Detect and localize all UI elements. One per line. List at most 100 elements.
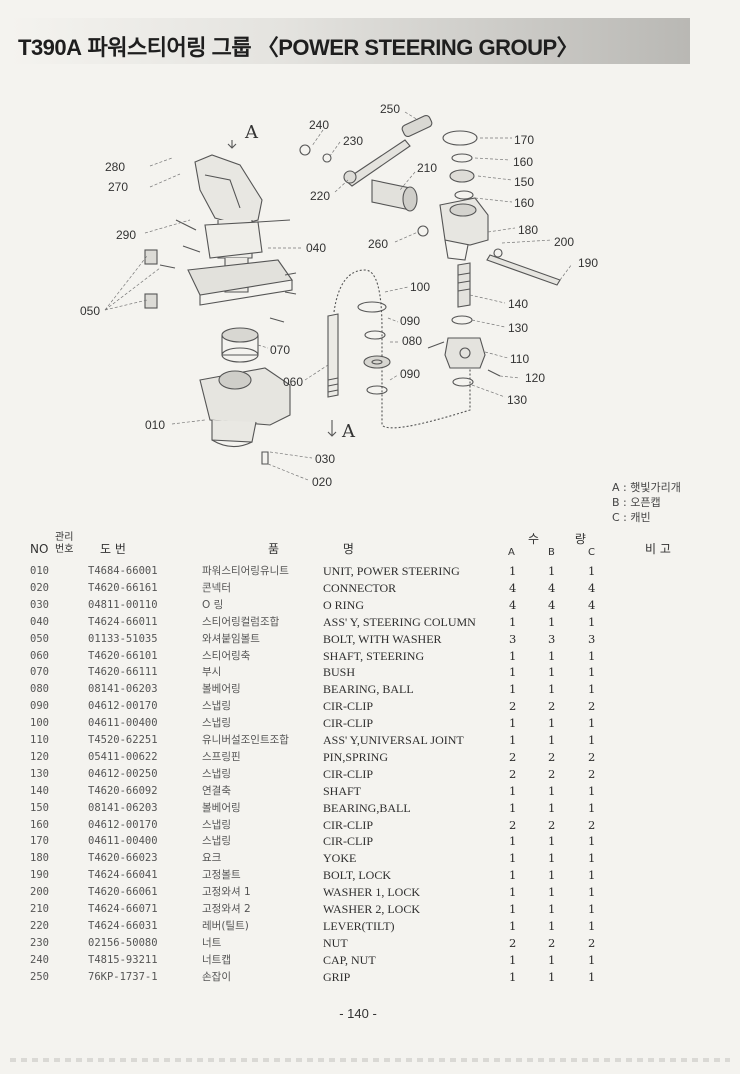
label-180: 180: [518, 223, 538, 237]
qty-a: 1: [509, 885, 517, 900]
qty-c: 1: [588, 716, 596, 731]
part-number: 210: [30, 903, 49, 915]
drawing-number: T4520-62251: [88, 734, 158, 746]
label-040: 040: [306, 241, 326, 255]
section-marker-a-bottom: A: [341, 421, 356, 442]
qty-a: 1: [509, 733, 517, 747]
section-marker-a-top: A: [244, 122, 259, 143]
part-number: 110: [30, 734, 49, 746]
qty-b: 1: [548, 868, 556, 883]
drawing-number: 05411-00622: [88, 750, 158, 763]
group-title: 파워스티어링 그룹 〈POWER STEERING GROUP〉: [87, 35, 579, 60]
korean-name: 부시: [202, 666, 222, 679]
drawing-number: 08141-06203: [88, 683, 158, 696]
korean-name: 고정와셔 1: [202, 886, 251, 899]
english-name: ASS' Y, STEERING COLUMN: [323, 614, 476, 629]
label-290: 290: [116, 228, 136, 242]
label-070: 070: [270, 343, 290, 357]
english-name: CONNECTOR: [323, 580, 397, 595]
label-100: 100: [410, 280, 430, 294]
qty-b: 4: [548, 580, 556, 595]
legend: A : 햇빛가리개 B : 오픈캡 C : 캐빈: [612, 480, 681, 525]
qty-c: 1: [588, 733, 596, 747]
qty-c: 1: [588, 918, 596, 933]
label-110: 110: [510, 352, 529, 366]
korean-name: O 링: [202, 598, 224, 611]
part-number: 130: [30, 767, 49, 780]
part-number: 250: [30, 970, 49, 983]
label-120: 120: [525, 371, 545, 385]
label-250: 250: [380, 102, 400, 116]
drawing-number: 04611-00400: [88, 717, 158, 730]
label-210: 210: [417, 161, 437, 175]
qty-c: 1: [588, 783, 596, 798]
qty-b: 1: [548, 733, 556, 747]
qty-a: 3: [509, 631, 517, 646]
korean-name: 너트: [202, 936, 222, 949]
korean-name: 볼베어링: [202, 683, 241, 696]
english-name: CIR-CLIP: [323, 766, 374, 781]
part-number: 120: [30, 750, 49, 763]
label-230: 230: [343, 134, 363, 148]
part-number: 150: [30, 801, 49, 814]
drawing-number: T4620-66092: [88, 784, 158, 797]
english-name: GRIP: [323, 969, 351, 984]
qty-a: 4: [509, 580, 517, 595]
qty-c: 1: [588, 902, 596, 916]
qty-a: 1: [509, 648, 517, 663]
english-name: LEVER(TILT): [323, 918, 395, 933]
legend-item-a: A : 햇빛가리개: [612, 481, 681, 494]
english-name: BEARING, BALL: [323, 682, 414, 697]
english-name: CIR-CLIP: [323, 716, 374, 731]
korean-name: 요크: [202, 852, 222, 865]
label-010: 010: [145, 418, 165, 432]
qty-a: 1: [509, 969, 517, 984]
drawing-number: T4624-66031: [88, 919, 158, 932]
legend-item-b: B : 오픈캡: [612, 496, 661, 509]
english-name: SHAFT, STEERING: [323, 648, 425, 663]
korean-name: 고정와셔 2: [202, 903, 251, 915]
qty-b: 2: [548, 699, 556, 714]
english-name: WASHER 1, LOCK: [323, 885, 421, 900]
qty-a: 1: [509, 952, 517, 967]
english-name: CIR-CLIP: [323, 834, 374, 849]
korean-name: 콘넥터: [202, 581, 231, 594]
qty-a: 1: [509, 716, 517, 731]
qty-c: 2: [588, 766, 596, 781]
qty-a: 1: [509, 783, 517, 798]
qty-b: 1: [548, 783, 556, 798]
korean-name: 스티어링컬럼조합: [202, 615, 280, 628]
drawing-number: 08141-06203: [88, 801, 158, 814]
label-220: 220: [310, 189, 330, 203]
qty-c: 1: [588, 868, 596, 883]
part-number: 070: [30, 666, 49, 679]
column-header-remarks: 비 고: [645, 542, 671, 556]
korean-name: 볼베어링: [202, 801, 241, 814]
part-number: 230: [30, 936, 49, 949]
qty-a: 2: [509, 935, 517, 950]
english-name: CIR-CLIP: [323, 817, 374, 832]
drawing-number: T4620-66161: [88, 581, 158, 594]
drawing-number: 02156-50080: [88, 936, 158, 949]
english-name: NUT: [323, 935, 348, 950]
column-header-qty-b: B: [548, 547, 555, 558]
korean-name: 손잡이: [202, 970, 231, 983]
label-200: 200: [554, 235, 574, 249]
qty-c: 4: [588, 597, 596, 612]
qty-c: 2: [588, 817, 596, 832]
scan-artifact-footer: [10, 1058, 730, 1062]
label-270: 270: [108, 180, 128, 194]
exploded-parts-diagram: 250 240 230 170 160 280 270 210 150 220 …: [80, 102, 598, 489]
label-080: 080: [402, 334, 422, 348]
qty-c: 1: [588, 665, 596, 680]
